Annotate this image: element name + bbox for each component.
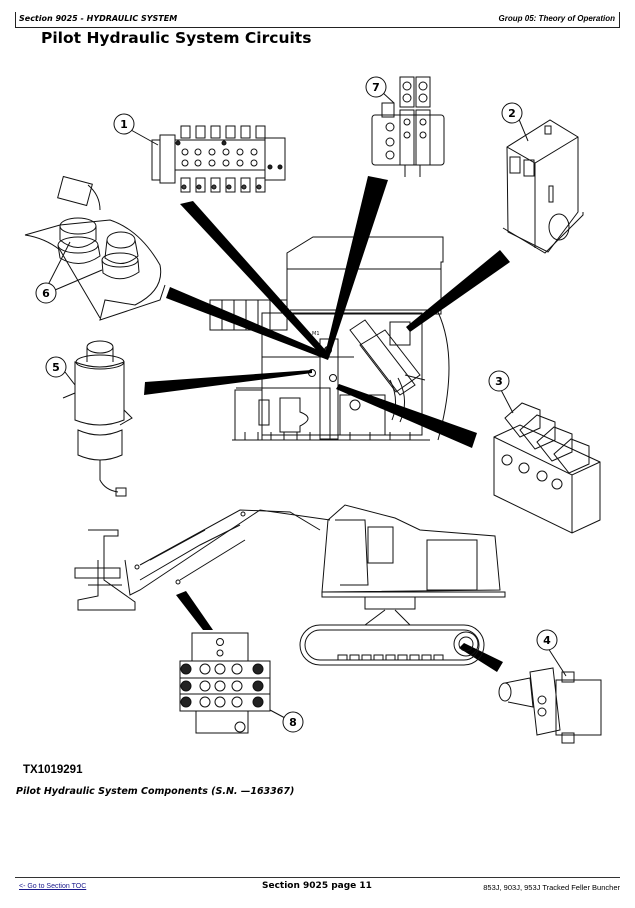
callout-5: 5: [45, 356, 67, 378]
figure-caption: Pilot Hydraulic System Components (S.N. …: [16, 786, 295, 797]
section-label: Section 9025 - HYDRAULIC SYSTEM: [19, 14, 178, 23]
callout-1-label: 1: [120, 118, 128, 131]
component-7-pilot-valve: [371, 76, 445, 177]
component-4-pump: [498, 647, 602, 744]
page-number: Section 9025 page 11: [262, 881, 372, 891]
figure-id: TX1019291: [23, 764, 83, 776]
component-2-reservoir: [502, 116, 584, 254]
svg-text:M1: M1: [312, 331, 320, 337]
callout-5-label: 5: [52, 361, 60, 374]
header-left-rule: [15, 12, 16, 28]
callout-4-label: 4: [543, 634, 551, 647]
component-8-head-valve: [179, 632, 286, 734]
callout-7: 7: [365, 76, 387, 98]
callout-1: 1: [113, 113, 135, 135]
callout-7-label: 7: [372, 81, 380, 94]
callout-3: 3: [488, 370, 510, 392]
header-right-rule: [619, 12, 620, 28]
callout-3-label: 3: [495, 375, 503, 388]
callout-2: 2: [501, 102, 523, 124]
callout-6: 6: [35, 282, 57, 304]
page-header: Section 9025 - HYDRAULIC SYSTEM Group 05…: [15, 10, 620, 28]
machine-model: 853J, 903J, 953J Tracked Feller Buncher: [483, 883, 620, 892]
callout-4: 4: [536, 629, 558, 651]
callout-2-label: 2: [508, 107, 516, 120]
callout-markers: 1 2 3 4 5 6 7 8: [35, 76, 558, 733]
footer-rule: [15, 877, 620, 878]
callout-8: 8: [282, 711, 304, 733]
component-1-control-valve: [130, 125, 286, 193]
component-5-swivel: [62, 340, 133, 497]
page-title: Pilot Hydraulic System Circuits: [41, 29, 312, 47]
leader-wedges: [144, 176, 510, 672]
boom-and-felling-head: [74, 509, 331, 611]
component-6-travel-motors: [24, 175, 166, 321]
group-label: Group 05: Theory of Operation: [498, 14, 615, 23]
callout-6-label: 6: [42, 287, 50, 300]
component-3-solenoid-manifold: [493, 387, 601, 534]
component-illustration: M1: [0, 55, 635, 755]
section-toc-link[interactable]: <- Go to Section TOC: [19, 883, 87, 890]
callout-8-label: 8: [289, 716, 297, 729]
tracked-machine: [299, 504, 506, 666]
